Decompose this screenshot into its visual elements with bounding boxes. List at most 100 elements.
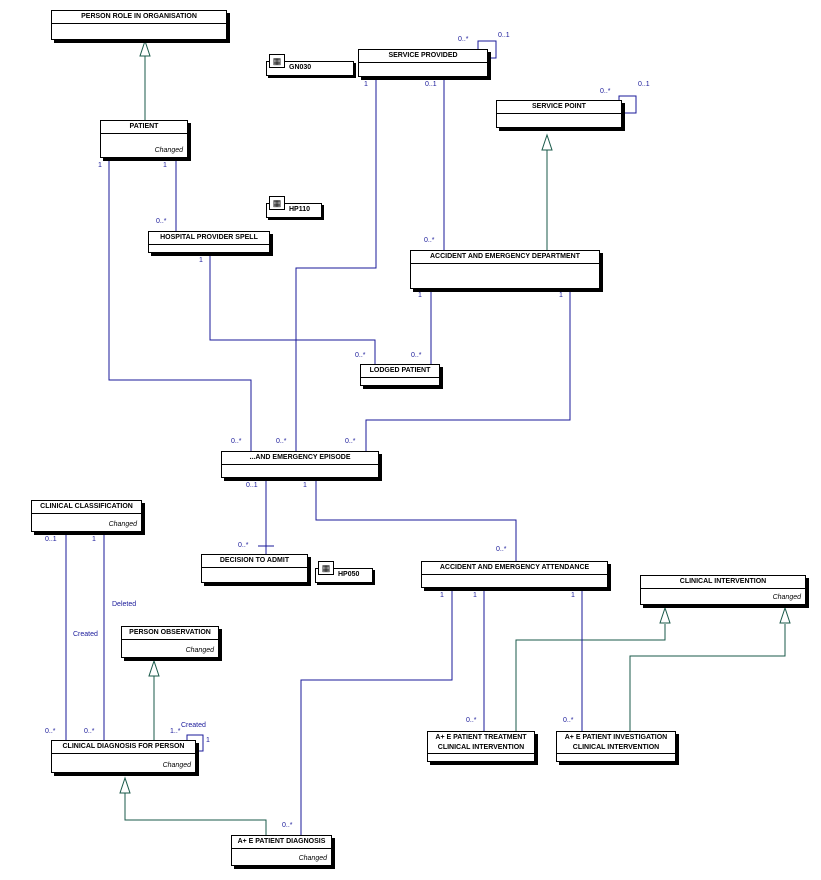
multiplicity: 0..1 [45,536,57,543]
entity-person-role-in-organisation[interactable]: PERSON ROLE IN ORGANISATION [51,10,227,40]
arrowhead-service-point [541,133,553,151]
entity-stereotype: Changed [772,594,801,601]
multiplicity: 0..1 [246,482,258,489]
entity-title-line1: A+ E PATIENT INVESTIGATION [564,734,668,741]
multiplicity: 0..* [84,728,95,735]
entity-accident-and-emergency-department[interactable]: ACCIDENT AND EMERGENCY DEPARTMENT [410,250,600,289]
entity-ae-patient-treatment[interactable]: A+ E PATIENT TREATMENT CLINICAL INTERVEN… [427,731,535,762]
entity-title: HOSPITAL PROVIDER SPELL [149,232,269,245]
multiplicity: 0..* [156,218,167,225]
entity-service-provided[interactable]: SERVICE PROVIDED [358,49,488,77]
multiplicity: 1 [163,162,167,169]
assoc-cdp-self [186,734,204,752]
entity-title: CLINICAL DIAGNOSIS FOR PERSON [52,741,195,754]
multiplicity: 0..* [458,36,469,43]
arrowhead-cdp [119,776,131,794]
multiplicity: 0..* [411,352,422,359]
entity-title: PERSON OBSERVATION [122,627,218,640]
entity-lodged-patient[interactable]: LODGED PATIENT [360,364,440,386]
entity-ae-episode[interactable]: ...AND EMERGENCY EPISODE [221,451,379,478]
entity-title: ACCIDENT AND EMERGENCY DEPARTMENT [411,251,599,264]
generalization-treatment-intervention [515,624,666,731]
entity-title: PERSON ROLE IN ORGANISATION [52,11,226,24]
assoc-service-point-self [618,95,637,114]
multiplicity: 1 [303,482,307,489]
entity-stereotype: Changed [185,647,214,654]
entity-service-point[interactable]: SERVICE POINT [496,100,622,128]
multiplicity: 1 [98,162,102,169]
multiplicity: 1 [473,592,477,599]
entity-title: A+ E PATIENT DIAGNOSIS [232,836,331,849]
entity-stereotype: Changed [162,762,191,769]
multiplicity: 1 [199,257,203,264]
multiplicity: 0..* [466,717,477,724]
entity-patient[interactable]: PATIENT Changed [100,120,188,158]
package-gn030[interactable]: ▦ GN030 [266,54,354,76]
package-label: GN030 [289,64,312,71]
entity-title-line1: A+ E PATIENT TREATMENT [435,734,527,741]
entity-stereotype: Changed [154,147,183,154]
multiplicity: 0..1 [425,81,437,88]
entity-ae-patient-investigation[interactable]: A+ E PATIENT INVESTIGATION CLINICAL INTE… [556,731,676,762]
package-icon: ▦ [318,561,334,575]
multiplicity: 0..* [424,237,435,244]
assoc-aed-episode [365,289,571,451]
multiplicity: 0..* [282,822,293,829]
multiplicity: 0..* [238,542,249,549]
multiplicity: 0..1 [638,81,650,88]
arrowhead-intervention-2 [779,606,791,624]
arrowhead-person-role [139,39,151,57]
package-icon: ▦ [269,54,285,68]
assoc-service-provided-self [477,40,497,59]
entity-person-observation[interactable]: PERSON OBSERVATION Changed [121,626,219,658]
multiplicity: 1 [364,81,368,88]
multiplicity: 1 [440,592,444,599]
entity-decision-to-admit[interactable]: DECISION TO ADMIT [201,554,308,583]
multiplicity: 1 [92,536,96,543]
assoc-episode-attendance [315,478,517,561]
multiplicity: 1..* [170,728,181,735]
assoc-label-created: Created [73,631,98,638]
multiplicity: 0..* [563,717,574,724]
entity-ae-attendance[interactable]: ACCIDENT AND EMERGENCY ATTENDANCE [421,561,608,588]
entity-title-line2: CLINICAL INTERVENTION [572,744,660,751]
package-hp050[interactable]: ▦ HP050 [315,561,373,583]
entity-ae-patient-diagnosis[interactable]: A+ E PATIENT DIAGNOSIS Changed [231,835,332,866]
entity-title: ACCIDENT AND EMERGENCY ATTENDANCE [422,562,607,575]
generalization-diagnosis-cdp [124,793,267,835]
entity-title: CLINICAL CLASSIFICATION [32,501,141,514]
entity-title: PATIENT [101,121,187,134]
entity-clinical-intervention[interactable]: CLINICAL INTERVENTION Changed [640,575,806,605]
generalization-investigation-intervention [629,624,786,731]
multiplicity: 1 [206,737,210,744]
assoc-attendance-diagnosis [300,588,453,835]
package-hp110[interactable]: ▦ HP110 [266,196,322,218]
multiplicity: 1 [559,292,563,299]
arrowhead-person-observation [148,659,160,677]
entity-title: A+ E PATIENT INVESTIGATION CLINICAL INTE… [557,732,675,754]
arrowhead-intervention-1 [659,606,671,624]
entity-title: DECISION TO ADMIT [202,555,307,568]
package-label: HP050 [338,571,360,578]
assoc-patient-episode [108,158,252,451]
multiplicity: 0..* [276,438,287,445]
multiplicity: 1 [418,292,422,299]
entity-stereotype: Changed [108,521,137,528]
multiplicity: 0..* [600,88,611,95]
entity-clinical-diagnosis-for-person[interactable]: CLINICAL DIAGNOSIS FOR PERSON Changed [51,740,196,773]
entity-title: ...AND EMERGENCY EPISODE [222,452,378,465]
multiplicity: 0..1 [498,32,510,39]
entity-title: CLINICAL INTERVENTION [641,576,805,589]
entity-title: SERVICE PROVIDED [359,50,487,63]
package-icon: ▦ [269,196,285,210]
entity-title: A+ E PATIENT TREATMENT CLINICAL INTERVEN… [428,732,534,754]
entity-title-line2: CLINICAL INTERVENTION [437,744,525,751]
entity-hospital-provider-spell[interactable]: HOSPITAL PROVIDER SPELL [148,231,270,253]
package-label: HP110 [289,206,311,213]
multiplicity: 0..* [355,352,366,359]
entity-clinical-classification[interactable]: CLINICAL CLASSIFICATION Changed [31,500,142,532]
assoc-label-created-self: Created [181,722,206,729]
multiplicity: 0..* [45,728,56,735]
